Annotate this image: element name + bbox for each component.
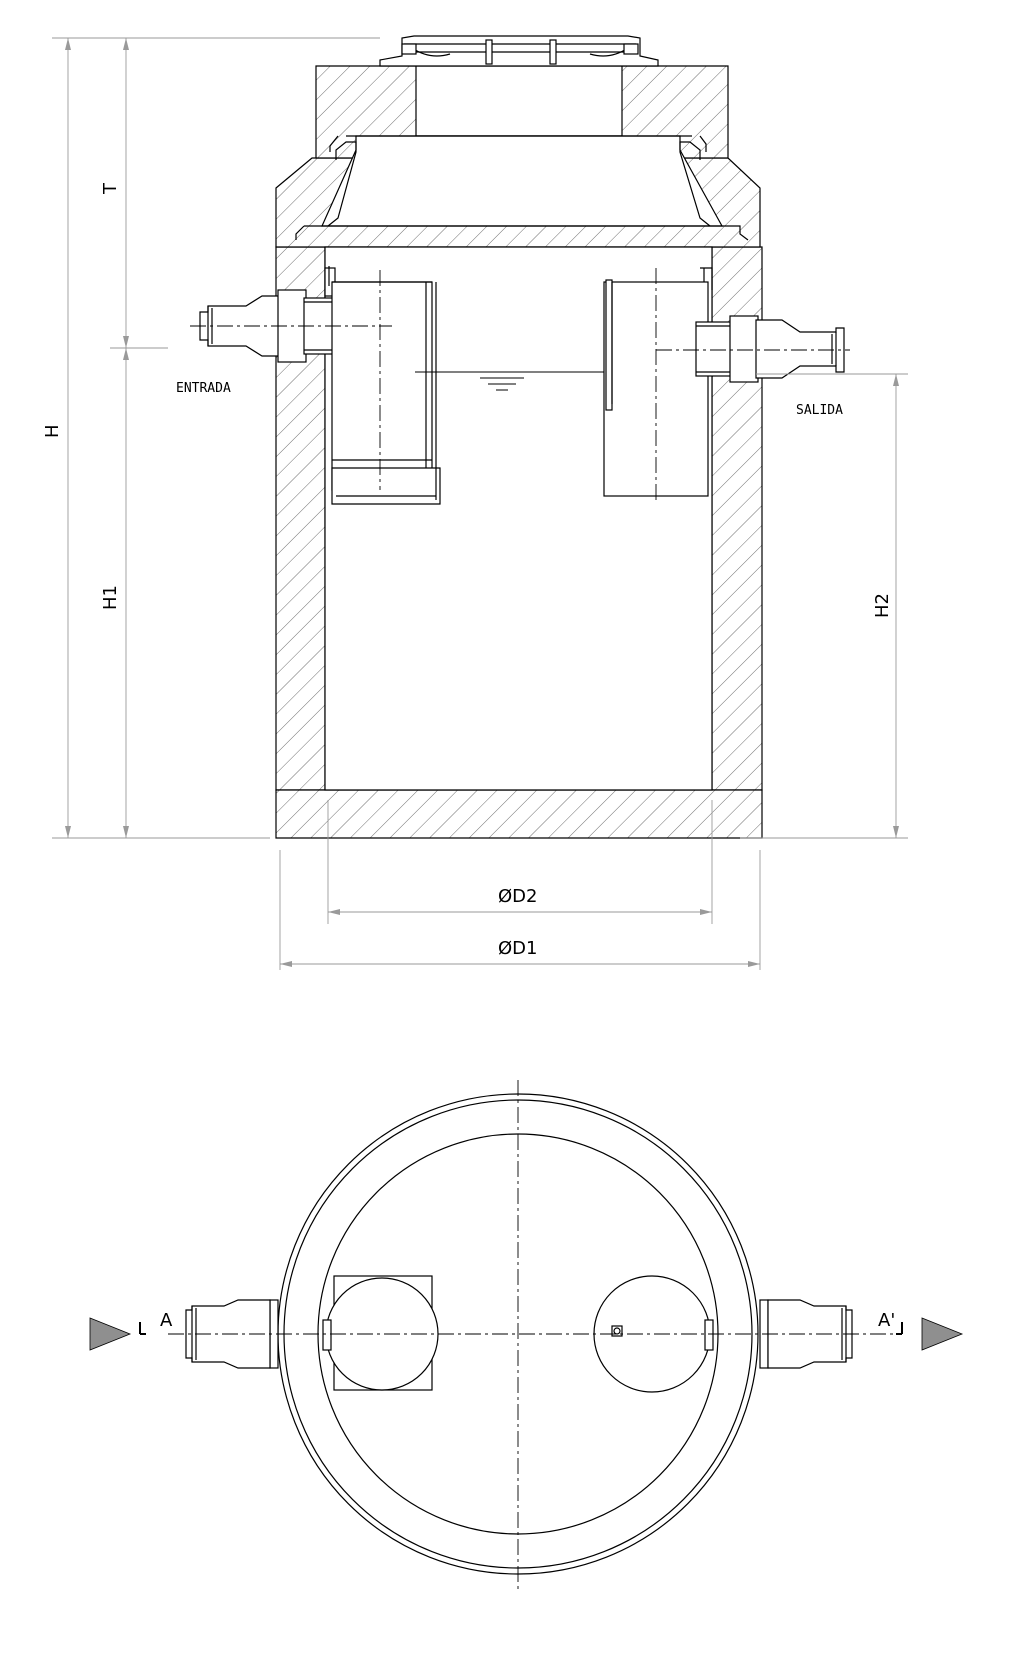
dimension-arrows	[65, 38, 899, 967]
dim-label-h: H	[42, 424, 63, 438]
cone-liner-right	[679, 141, 711, 227]
plan-inlet-box	[322, 1275, 439, 1391]
cone-opening	[321, 135, 724, 227]
outlet-label: SALIDA	[796, 403, 843, 418]
liner-top-left	[329, 135, 339, 152]
inlet-baffle	[324, 266, 441, 505]
manhole-cover	[379, 35, 659, 67]
outlet-pipe	[695, 315, 845, 383]
section-arrow-right	[921, 1317, 964, 1351]
cone-liner	[327, 141, 357, 227]
section-label-a-prime: A'	[878, 1310, 895, 1331]
dimension-lines	[52, 37, 908, 970]
liner-bottom	[304, 225, 749, 241]
plan-view	[89, 1080, 964, 1590]
section-label-a: A	[160, 1310, 173, 1331]
dim-label-h2: H2	[872, 593, 893, 618]
dim-label-h1: H1	[100, 585, 121, 610]
neck-opening	[415, 65, 623, 137]
plan-centerlines	[168, 1080, 900, 1590]
dim-label-d1: ØD1	[498, 938, 537, 959]
section-tick-right	[896, 1322, 903, 1335]
dim-label-t: T	[100, 182, 121, 195]
inlet-label: ENTRADA	[176, 381, 231, 396]
centerlines	[190, 268, 850, 500]
section-tick-left	[139, 1322, 146, 1335]
liner-bottom-left	[295, 225, 305, 240]
section-view	[52, 35, 908, 970]
outlet-baffle	[603, 267, 713, 497]
section-arrow-left	[89, 1317, 132, 1351]
dim-label-d2: ØD2	[498, 886, 537, 907]
liner-top-right	[699, 135, 707, 152]
